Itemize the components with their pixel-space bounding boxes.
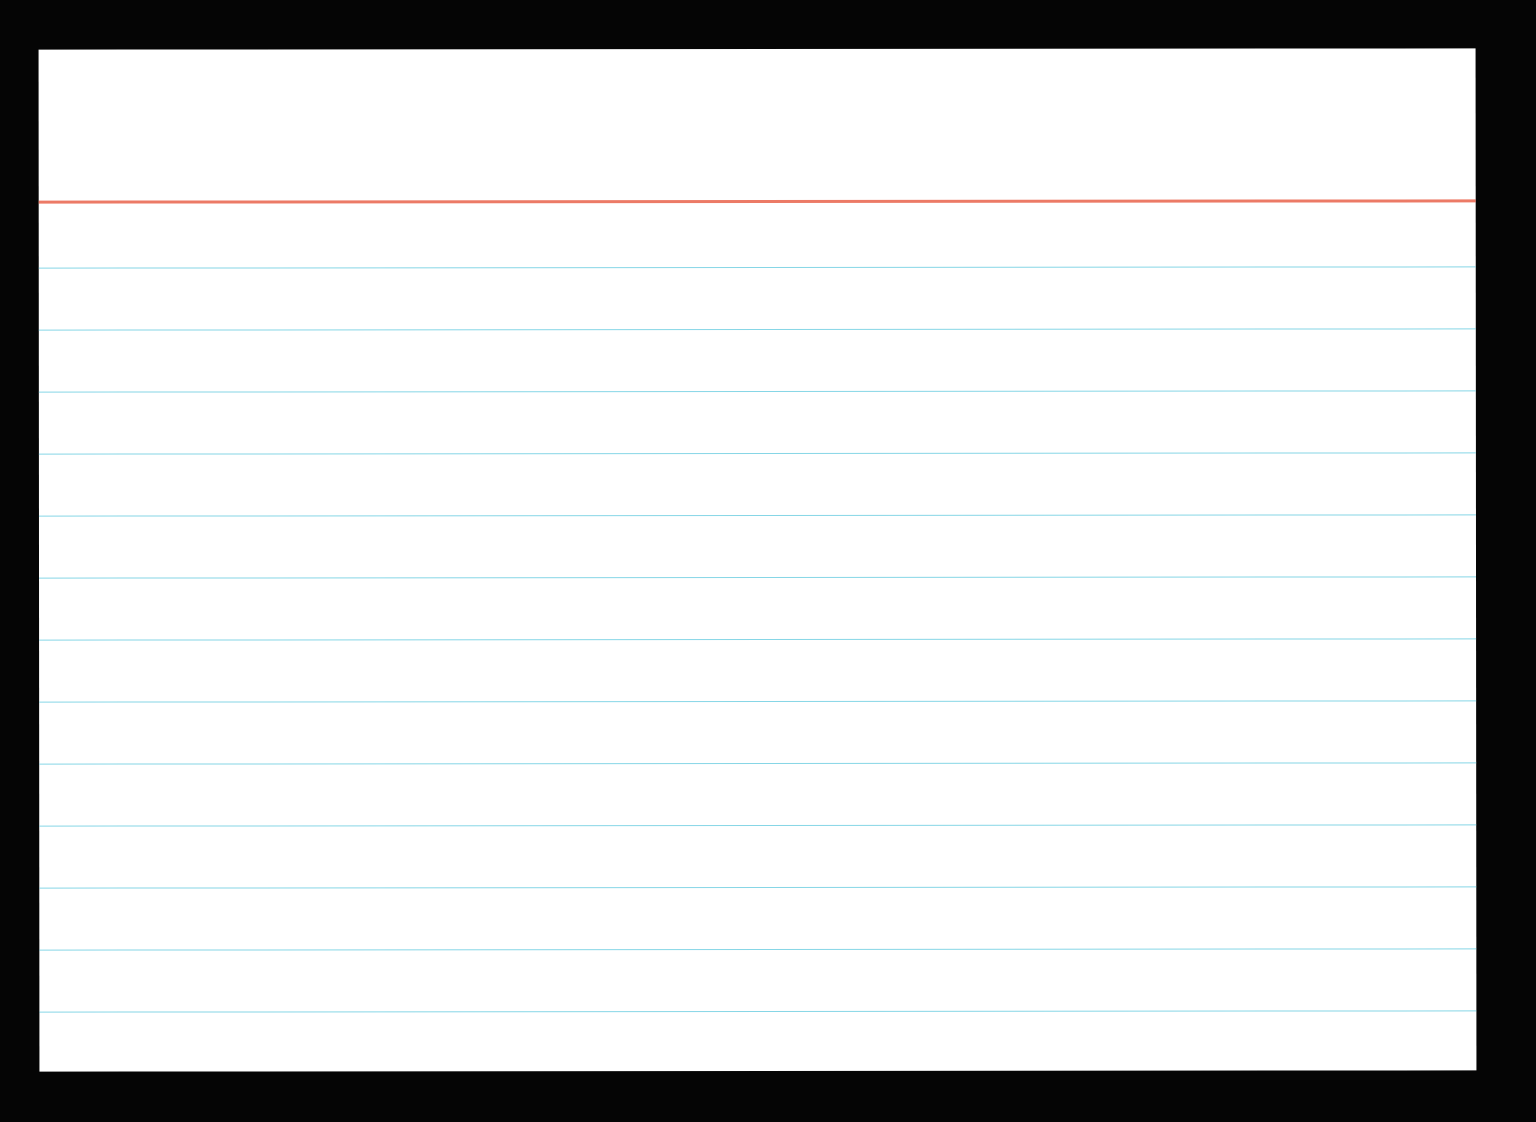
- ruled-line: [38, 514, 1476, 517]
- ruled-line: [39, 576, 1477, 579]
- ruled-lines: [38, 48, 1477, 1013]
- ruled-line: [38, 390, 1476, 393]
- ruled-line: [38, 328, 1476, 331]
- ruled-line: [39, 948, 1477, 951]
- index-card: [38, 48, 1477, 1072]
- ruled-line: [39, 824, 1477, 827]
- header-rule-line: [38, 199, 1476, 204]
- ruled-line: [39, 886, 1477, 889]
- ruled-line: [39, 1010, 1477, 1013]
- ruled-line: [38, 266, 1476, 269]
- ruled-line: [38, 452, 1476, 455]
- ruled-line: [39, 700, 1477, 703]
- ruled-line: [39, 638, 1477, 641]
- ruled-line: [39, 762, 1477, 765]
